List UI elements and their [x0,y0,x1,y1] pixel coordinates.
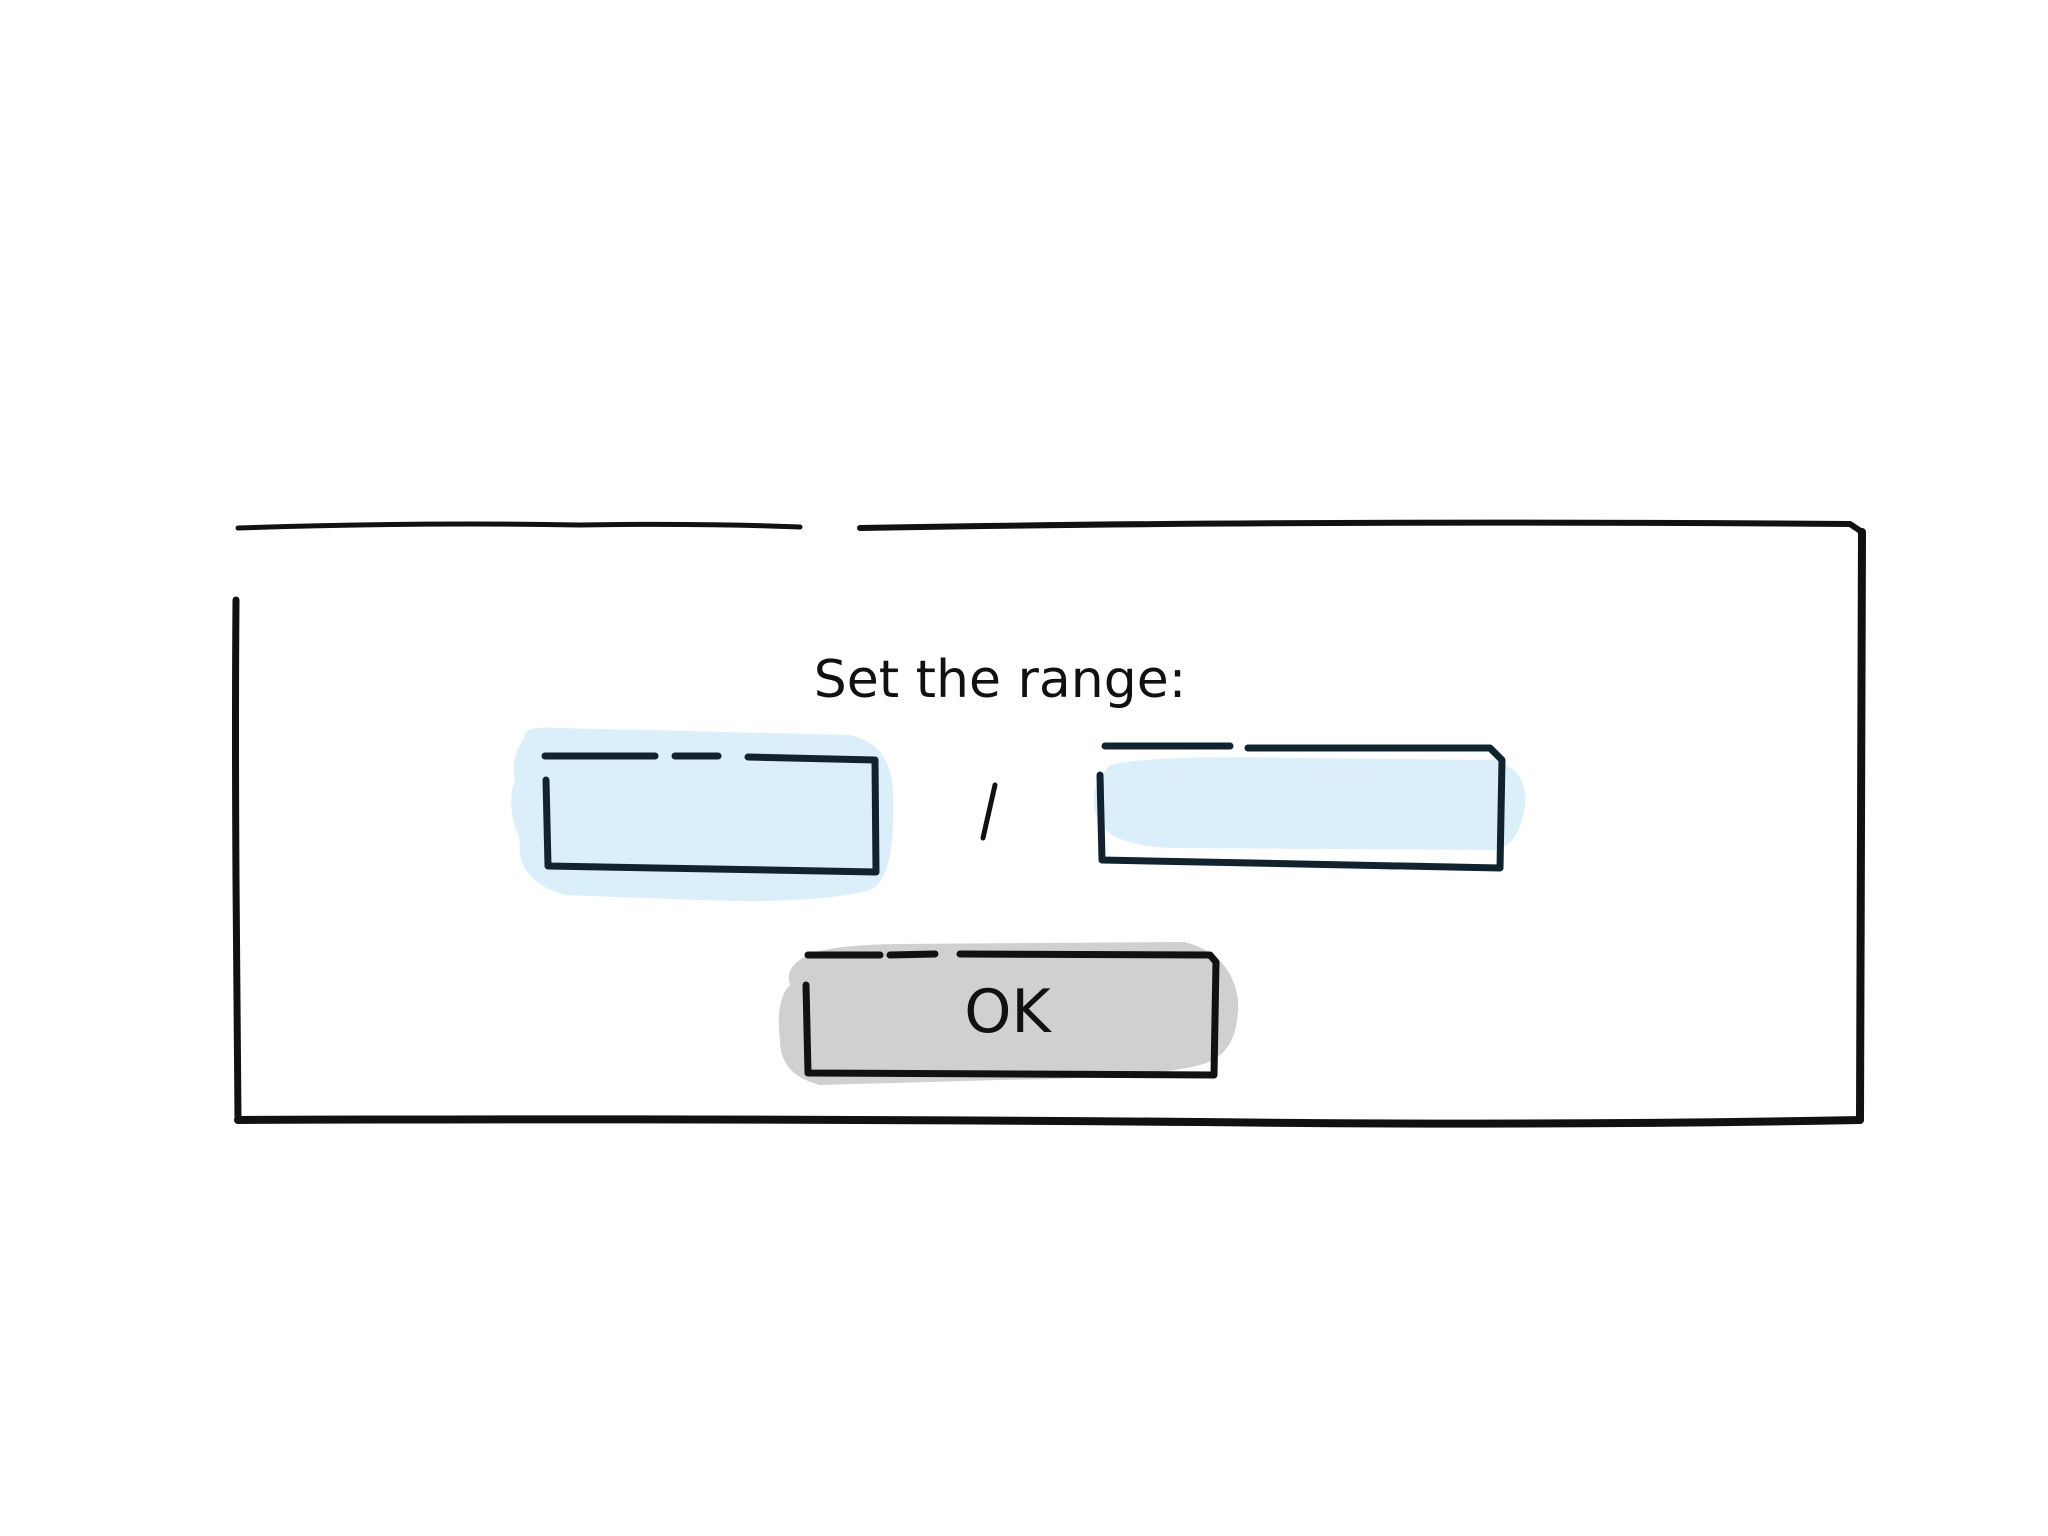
range-prompt-label: Set the range: [813,650,1187,710]
ok-button[interactable]: OK [805,955,1210,1070]
slash-separator-icon [960,770,1010,850]
range-from-input[interactable] [545,755,875,865]
range-to-input[interactable] [1100,755,1495,865]
